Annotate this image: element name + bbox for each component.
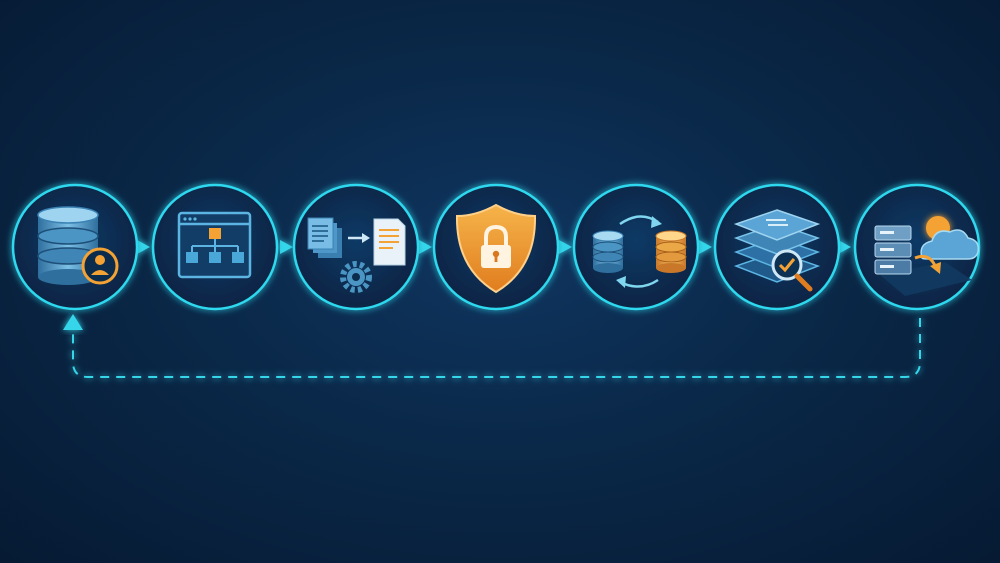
arrow-2-3 — [280, 240, 293, 254]
connector-arrows — [137, 240, 851, 254]
arrow-4-5 — [559, 240, 572, 254]
hierarchy-window-icon — [177, 211, 252, 279]
arrow-3-4 — [419, 240, 432, 254]
database-sync-icon — [592, 215, 687, 288]
node-ring-5 — [572, 183, 700, 311]
arrow-5-6 — [699, 240, 712, 254]
documents-gear-icon — [307, 217, 406, 293]
server-cloud-icon — [874, 216, 980, 296]
node-ring-3 — [292, 183, 420, 311]
feedback-loop-line — [72, 318, 921, 378]
arrow-6-7 — [838, 240, 851, 254]
shield-lock-icon — [455, 203, 537, 294]
arrow-1-2 — [137, 240, 150, 254]
database-user-icon — [37, 206, 119, 285]
feedback-loop-arrowhead — [63, 314, 83, 330]
stack-magnifier-check-icon — [733, 209, 821, 292]
